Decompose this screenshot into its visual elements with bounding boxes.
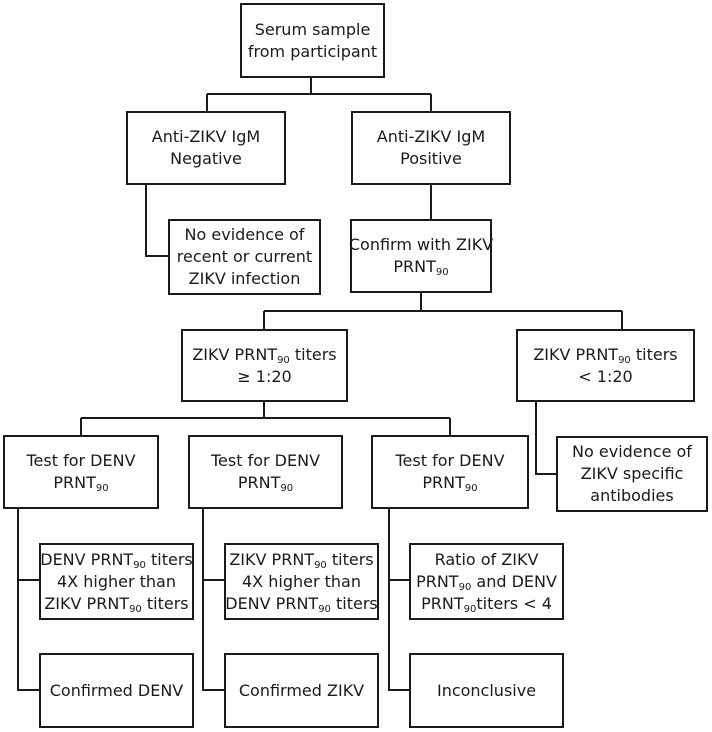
node-text-line: No evidence of (572, 442, 692, 461)
node-text-line: Negative (170, 149, 242, 168)
connector-test3-outcomes (388, 509, 409, 691)
node-text-line: PRNT90 (237, 473, 294, 494)
node-test-denv-2: Test for DENV PRNT90 (188, 435, 343, 509)
connector-titers-to-tests (80, 402, 451, 435)
node-confirmed-denv: Confirmed DENV (39, 653, 194, 728)
node-text-line: recent or current (176, 247, 313, 266)
node-igm-positive: Anti-ZIKV IgM Positive (351, 111, 511, 185)
connector-test1-outcomes (17, 509, 39, 691)
node-text-line: Confirmed ZIKV (238, 680, 365, 700)
node-text-line: Ratio of ZIKV (434, 549, 539, 569)
node-text-line: ≥ 1:20 (237, 366, 292, 386)
node-test-denv-1: Test for DENV PRNT90 (3, 435, 159, 509)
node-text-line: Serum sample (254, 19, 371, 39)
connector-confirm-to-titers (263, 293, 623, 329)
connector-test2-outcomes (202, 509, 224, 691)
node-zikv-titers-ge: ZIKV PRNT90 titers≥ 1:20 (181, 329, 348, 402)
node-inconclusive: Inconclusive (409, 653, 564, 728)
node-text-line: ZIKV specific (580, 464, 684, 483)
node-text-line: 4X higher than (57, 571, 176, 591)
node-text-line: Anti-ZIKV IgM (151, 127, 261, 146)
node-text-line: ZIKV PRNT90 titers (533, 344, 678, 366)
node-text-line: PRNT90 (53, 473, 109, 494)
node-text-line: ZIKV PRNT90 titers (192, 344, 337, 366)
node-text-line: ZIKV infection (188, 269, 301, 288)
node-confirmed-zikv: Confirmed ZIKV (224, 653, 379, 728)
node-text-line: DENV PRNT90 titers (40, 549, 193, 571)
node-zikv-titers-lt: ZIKV PRNT90 titers< 1:20 (516, 329, 695, 402)
node-text-line: Confirm with ZIKV (348, 235, 494, 254)
node-text-line: Test for DENV (395, 451, 505, 470)
node-text-line: < 1:20 (578, 366, 633, 386)
node-text-line: from participant (247, 41, 378, 61)
connector-serum-to-igm (206, 78, 432, 111)
node-text-line: PRNT90titers < 4 (421, 593, 552, 615)
node-text-line: Positive (400, 149, 462, 168)
node-text-line: Confirmed DENV (49, 680, 184, 700)
node-text-line: Test for DENV (26, 451, 136, 470)
connector-lt-to-no-antibodies (535, 402, 556, 475)
node-text-line: ZIKV PRNT90 titers (229, 549, 374, 571)
node-igm-negative: Anti-ZIKV IgM Negative (126, 111, 286, 185)
node-text-line: Anti-ZIKV IgM (376, 127, 486, 146)
node-text-line: PRNT90 (393, 257, 449, 278)
node-text-line: antibodies (590, 486, 674, 505)
node-text-line: PRNT90 (422, 473, 478, 494)
node-text-line: Test for DENV (210, 451, 321, 470)
node-text-line: Inconclusive (436, 680, 537, 700)
node-confirm-zikv: Confirm with ZIKV PRNT90 (348, 219, 494, 293)
node-text-line: PRNT90 and DENV (416, 571, 557, 593)
node-no-evidence-antibodies: No evidence of ZIKV specific antibodies (556, 436, 708, 512)
node-text-line: 4X higher than (242, 571, 361, 591)
connector-negative-to-no-evidence (145, 185, 168, 257)
node-text-line: No evidence of (184, 225, 305, 244)
node-text-line: DENV PRNT90 titers (225, 593, 378, 615)
node-text-line: ZIKV PRNT90 titers (44, 593, 189, 615)
node-test-denv-3: Test for DENV PRNT90 (371, 435, 529, 509)
